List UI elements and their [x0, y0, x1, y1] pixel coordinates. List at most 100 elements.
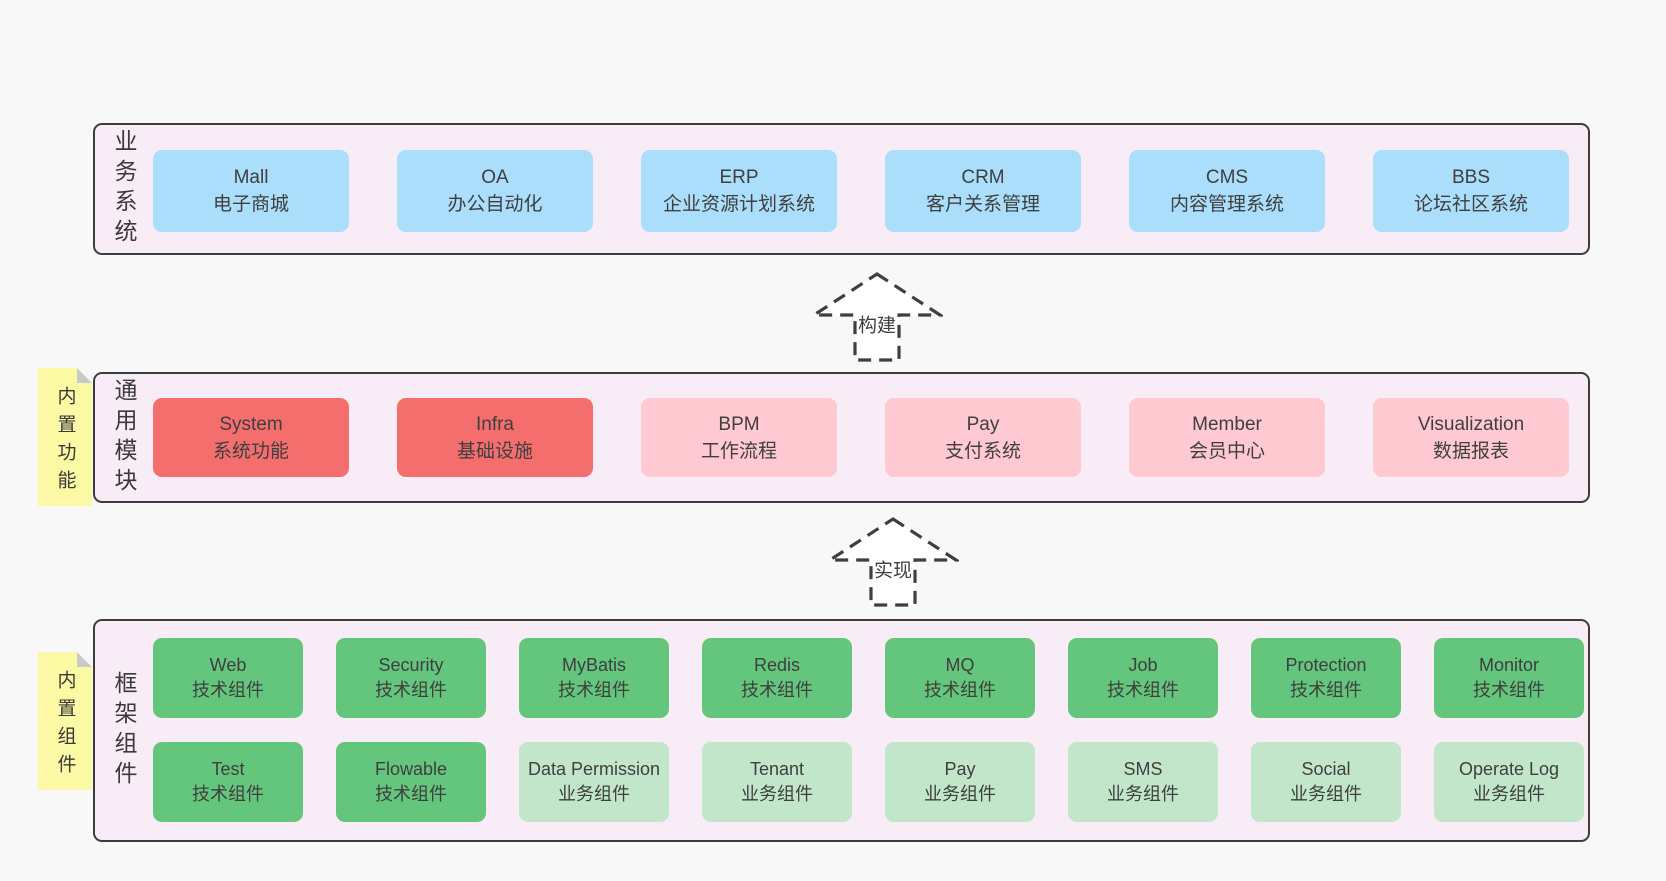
box-subtitle: 技术组件 [375, 784, 447, 804]
box-pay-component: Pay 业务组件 [885, 742, 1035, 822]
box-name: Member [1192, 413, 1262, 435]
box-name: BBS [1451, 167, 1491, 188]
box-infra: Infra 基础设施 [397, 398, 593, 477]
framework-row-1: Web 技术组件 Security 技术组件 MyBatis 技术组件 Redi… [153, 638, 1584, 718]
box-crm: CRM 客户关系管理 [885, 150, 1081, 232]
box-name: CMS [1205, 167, 1249, 188]
box-data-permission: Data Permission 业务组件 [519, 742, 669, 822]
band-framework-components: 框架组件 Web 技术组件 Security 技术组件 MyBatis 技术组件… [93, 619, 1590, 842]
sticky-label: 内置组件 [54, 670, 76, 782]
box-name: Flowable [374, 759, 448, 779]
box-subtitle: 支付系统 [944, 440, 1021, 462]
box-name: Job [1128, 655, 1158, 675]
box-subtitle: 业务组件 [924, 784, 996, 804]
box-subtitle: 技术组件 [558, 680, 630, 700]
box-name: MyBatis [561, 655, 626, 675]
box-mq: MQ 技术组件 [885, 638, 1035, 718]
box-social: Social 业务组件 [1251, 742, 1401, 822]
box-tenant: Tenant 业务组件 [702, 742, 852, 822]
box-monitor: Monitor 技术组件 [1434, 638, 1584, 718]
box-pay: Pay 支付系统 [885, 398, 1081, 477]
common-box-row: System 系统功能 Infra 基础设施 BPM 工作流程 Pay 支付系统… [153, 398, 1569, 477]
box-name: Pay [944, 759, 976, 779]
band-label-framework: 框架组件 [111, 670, 137, 791]
box-subtitle: 业务组件 [1290, 784, 1362, 804]
box-sms: SMS 业务组件 [1068, 742, 1218, 822]
folded-corner-icon [77, 652, 92, 667]
box-name: Infra [475, 413, 515, 435]
box-subtitle: 业务组件 [1473, 784, 1545, 804]
box-name: Social [1301, 759, 1351, 779]
box-cms: CMS 内容管理系统 [1129, 150, 1325, 232]
box-erp: ERP 企业资源计划系统 [641, 150, 837, 232]
box-name: ERP [719, 167, 759, 188]
box-subtitle: 业务组件 [741, 784, 813, 804]
box-name: Protection [1285, 655, 1367, 675]
box-subtitle: 系统功能 [212, 440, 289, 462]
box-flowable: Flowable 技术组件 [336, 742, 486, 822]
box-name: Monitor [1478, 655, 1540, 675]
box-mybatis: MyBatis 技术组件 [519, 638, 669, 718]
box-bbs: BBS 论坛社区系统 [1373, 150, 1569, 232]
box-subtitle: 论坛社区系统 [1413, 194, 1528, 215]
framework-box-rows: Web 技术组件 Security 技术组件 MyBatis 技术组件 Redi… [153, 638, 1584, 822]
box-subtitle: 技术组件 [375, 680, 447, 700]
sticky-note-builtin-components: 内置组件 [38, 652, 92, 790]
arrow-implement-label: 实现 [872, 555, 914, 583]
box-subtitle: 工作流程 [700, 440, 777, 462]
sticky-note-builtin-features: 内置功能 [38, 368, 92, 506]
box-subtitle: 技术组件 [192, 680, 264, 700]
box-name: Data Permission [527, 759, 661, 779]
box-name: Web [209, 655, 247, 675]
band-common-modules: 通用模块 System 系统功能 Infra 基础设施 BPM 工作流程 Pay… [93, 372, 1590, 503]
box-subtitle: 会员中心 [1188, 440, 1265, 462]
box-subtitle: 办公自动化 [447, 194, 543, 215]
box-subtitle: 客户关系管理 [925, 194, 1040, 215]
box-subtitle: 数据报表 [1432, 440, 1509, 462]
box-name: System [219, 413, 283, 435]
band-label-business: 业务系统 [111, 129, 137, 249]
box-name: Pay [966, 413, 1000, 435]
box-subtitle: 业务组件 [1107, 784, 1179, 804]
box-name: BPM [718, 413, 760, 435]
box-subtitle: 技术组件 [924, 680, 996, 700]
box-name: Tenant [749, 759, 805, 779]
box-operate-log: Operate Log 业务组件 [1434, 742, 1584, 822]
box-member: Member 会员中心 [1129, 398, 1325, 477]
box-mall: Mall 电子商城 [153, 150, 349, 232]
box-name: Operate Log [1458, 759, 1560, 779]
box-name: Test [211, 759, 245, 779]
box-subtitle: 内容管理系统 [1169, 194, 1284, 215]
arrow-build: 构建 [811, 271, 943, 363]
box-subtitle: 技术组件 [1473, 680, 1545, 700]
box-name: OA [481, 167, 509, 188]
box-redis: Redis 技术组件 [702, 638, 852, 718]
box-name: SMS [1123, 759, 1163, 779]
box-subtitle: 技术组件 [1107, 680, 1179, 700]
box-subtitle: 电子商城 [212, 194, 289, 215]
box-name: Redis [753, 655, 801, 675]
box-web: Web 技术组件 [153, 638, 303, 718]
box-name: CRM [961, 167, 1005, 188]
box-visualization: Visualization 数据报表 [1373, 398, 1569, 477]
box-protection: Protection 技术组件 [1251, 638, 1401, 718]
box-subtitle: 企业资源计划系统 [662, 194, 815, 215]
arrow-implement: 实现 [827, 516, 959, 608]
folded-corner-icon [77, 368, 92, 383]
business-box-row: Mall 电子商城 OA 办公自动化 ERP 企业资源计划系统 CRM 客户关系… [153, 150, 1569, 232]
box-subtitle: 基础设施 [456, 440, 533, 462]
box-subtitle: 技术组件 [1290, 680, 1362, 700]
arrow-build-label: 构建 [856, 310, 898, 338]
box-job: Job 技术组件 [1068, 638, 1218, 718]
band-label-common: 通用模块 [111, 377, 137, 498]
box-security: Security 技术组件 [336, 638, 486, 718]
box-subtitle: 业务组件 [558, 784, 630, 804]
box-name: Mall [233, 167, 269, 188]
band-business-systems: 业务系统 Mall 电子商城 OA 办公自动化 ERP 企业资源计划系统 CRM… [93, 123, 1590, 255]
box-subtitle: 技术组件 [192, 784, 264, 804]
box-system: System 系统功能 [153, 398, 349, 477]
sticky-label: 内置功能 [54, 386, 76, 498]
box-oa: OA 办公自动化 [397, 150, 593, 232]
box-name: MQ [945, 655, 975, 675]
